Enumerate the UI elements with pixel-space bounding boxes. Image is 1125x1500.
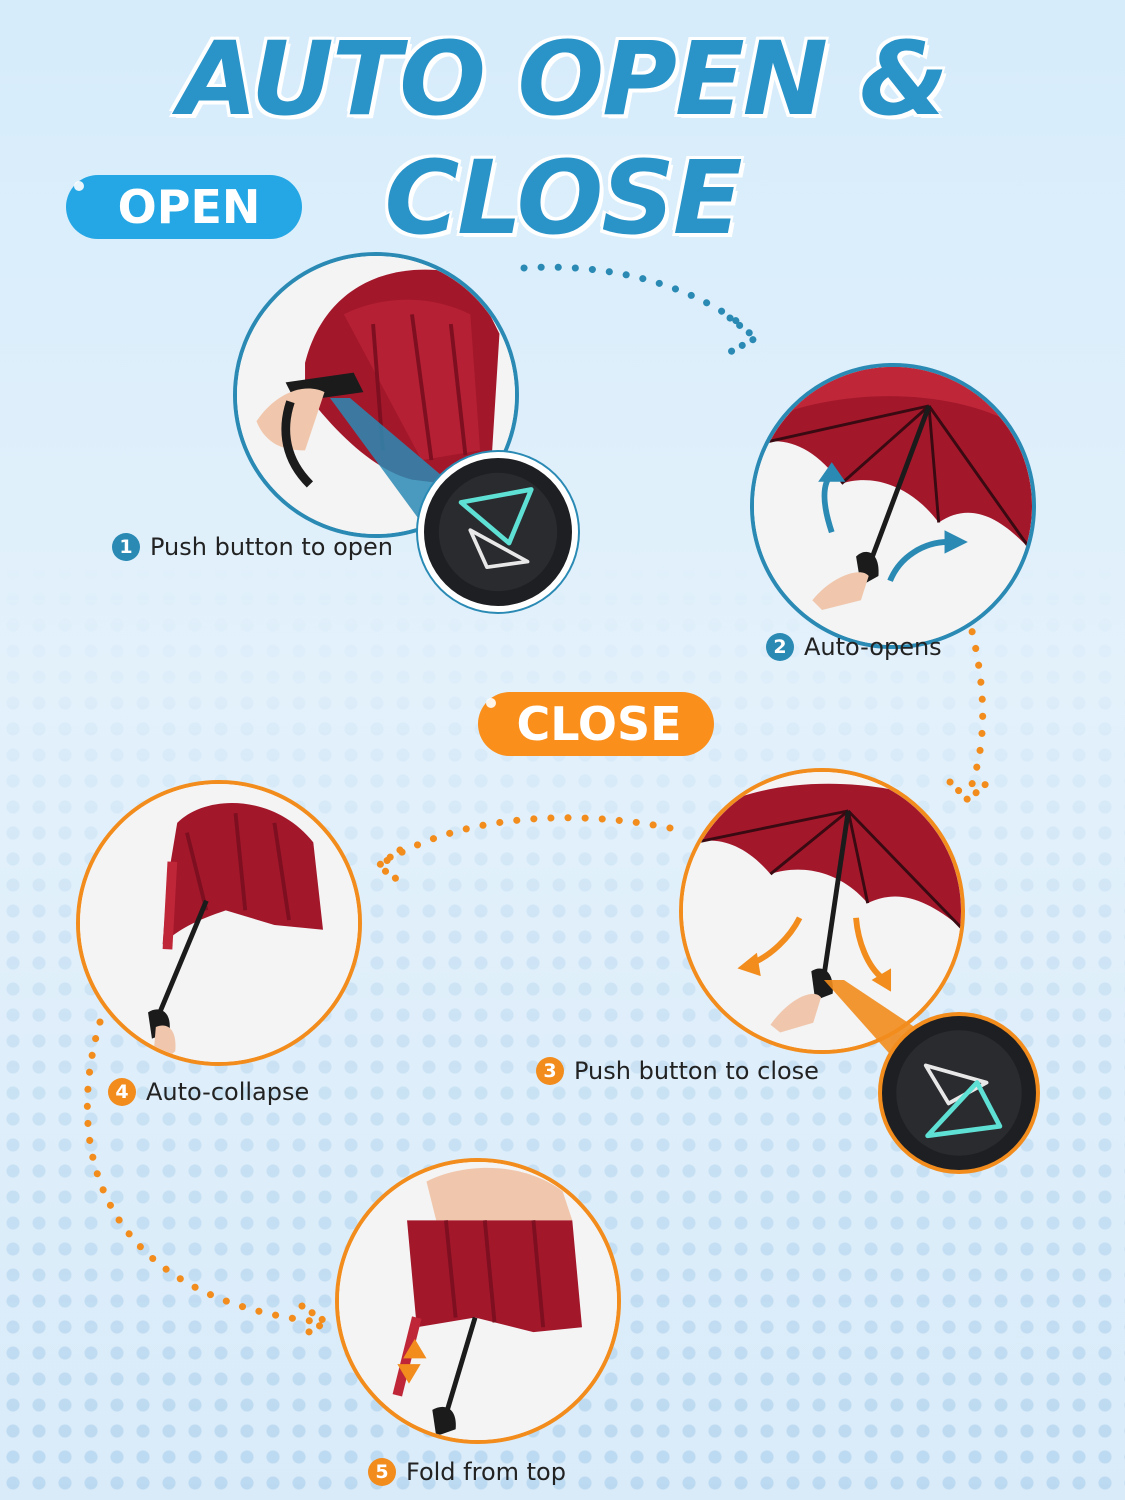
- flow-arrow-close-to-collapse: [376, 814, 674, 869]
- step-2-photo: [750, 363, 1036, 649]
- step-4-text: Auto-collapse: [146, 1078, 310, 1106]
- step-3-number: 3: [536, 1057, 564, 1085]
- arrowhead-4-icon: [298, 1302, 333, 1340]
- step-2-text: Auto-opens: [804, 633, 942, 661]
- step-5-label: 5 Fold from top: [368, 1458, 566, 1486]
- step-4-label: 4 Auto-collapse: [108, 1078, 309, 1106]
- step-4-number: 4: [108, 1078, 136, 1106]
- flow-arrow-open-to-auto: [520, 263, 752, 334]
- open-label-text: OPEN: [117, 180, 261, 234]
- step-3-photo: [679, 768, 965, 1054]
- step-5-photo: [335, 1158, 621, 1444]
- open-umbrella-closing-image: [683, 772, 961, 1050]
- step-3-label: 3 Push button to close: [536, 1057, 819, 1085]
- step-2-label: 2 Auto-opens: [766, 633, 942, 661]
- triangle-arrow-icon: [896, 1030, 1022, 1156]
- step-2-number: 2: [766, 633, 794, 661]
- step-1-text: Push button to open: [150, 533, 394, 561]
- arrowhead-2-icon: [946, 778, 992, 805]
- close-button-closeup: [878, 1012, 1040, 1174]
- open-umbrella-image: [754, 367, 1032, 645]
- step-4-photo: [76, 780, 362, 1066]
- flow-arrow-collapse-to-fold: [83, 1018, 324, 1326]
- open-button-closeup: [418, 452, 578, 612]
- triangle-arrow-icon: [438, 472, 558, 592]
- page-title: AUTO OPEN & CLOSE: [178, 20, 949, 258]
- step-3-text: Push button to close: [574, 1057, 819, 1085]
- step-5-text: Fold from top: [406, 1458, 566, 1486]
- pill-dot-icon: [74, 181, 84, 191]
- collapsed-umbrella-image: [80, 784, 358, 1062]
- step-1-number: 1: [112, 533, 140, 561]
- pill-dot-icon: [486, 698, 496, 708]
- close-label-text: CLOSE: [516, 697, 682, 751]
- step-1-label: 1 Push button to open: [112, 533, 393, 561]
- arrowhead-1-icon: [726, 314, 763, 356]
- folding-umbrella-image: [339, 1162, 617, 1440]
- arrowhead-3-icon: [371, 846, 404, 884]
- step-5-number: 5: [368, 1458, 396, 1486]
- close-section-label: CLOSE: [478, 692, 714, 756]
- open-section-label: OPEN: [66, 175, 302, 239]
